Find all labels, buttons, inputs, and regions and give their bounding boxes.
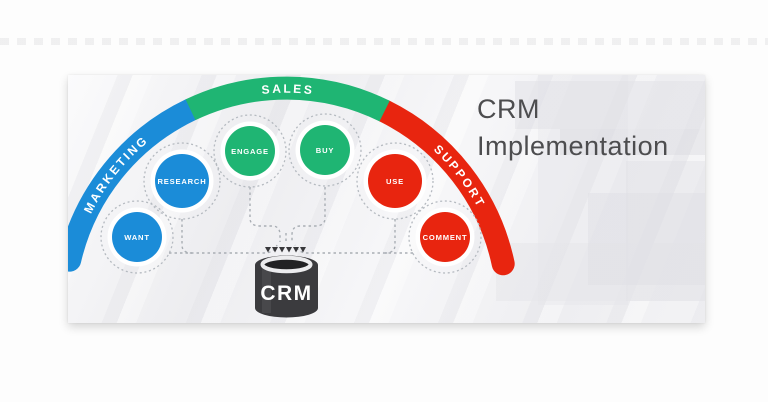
background-dotted-band [0,38,768,45]
dotted-ring [213,114,287,188]
dotted-ring [356,142,434,220]
stage-label: USE [386,177,404,186]
arrow-down-icon [272,247,278,253]
stage-buy: BUY [288,113,362,187]
connector-engage [249,187,281,242]
arc-segment-sales [185,76,390,122]
stage-want: WANT [100,200,174,274]
arc-label-support: SUPPORT [431,142,488,210]
crm-database-icon: CRM [255,255,318,318]
connector-buy [291,187,326,242]
stage-engage: ENGAGE [213,114,287,188]
arrow-down-icon [279,247,285,253]
arrow-down-icon [293,247,299,253]
stage-comment: COMMENT [408,200,482,274]
dotted-ring [143,142,221,220]
title-line-2: Implementation [477,131,669,161]
arc-segment-marketing [68,98,202,272]
arc-label-marketing-text: MARKETING [81,133,149,216]
stage-label: COMMENT [423,233,468,242]
title-line-1: CRM [477,94,540,124]
stage-circle [420,212,470,262]
stage-label: ENGAGE [231,147,269,156]
stage-label: RESEARCH [157,177,206,186]
stage-circle [300,125,350,175]
dotted-ring [408,200,482,274]
stage-use: USE [356,142,434,220]
dotted-ring [288,113,362,187]
stage-label: WANT [124,233,150,242]
connector-want [169,244,278,254]
arc-label-sales-text: SALES [261,82,313,98]
diagram-canvas: CRM Implementation [68,75,705,323]
stage-label: BUY [316,146,334,155]
database-label: CRM [260,282,312,305]
arc-label-marketing: MARKETING [81,133,151,216]
connector-comment [294,244,413,254]
connector-use [384,219,396,254]
database-sheen [262,269,271,313]
arrow-down-icon [300,247,306,253]
arc-label-support-text: SUPPORT [431,142,486,210]
crm-funnel-diagram: MARKETING SALES SUPPORT WANT RESEARCH EN… [68,76,515,318]
database-opening [260,255,313,274]
stage-circle [225,126,275,176]
connector-research [181,219,193,254]
database-body [255,265,318,318]
dotted-ring [100,200,174,274]
page-title: CRM Implementation [477,91,669,165]
stage-circle [155,154,209,208]
arrow-down-icon [265,247,271,253]
stage-circle [368,154,422,208]
connector-lines [169,187,413,254]
flow-arrows-icon [265,247,306,253]
stage-research: RESEARCH [143,142,221,220]
stage-circle [112,212,162,262]
arrow-down-icon [286,247,292,253]
arc-segment-support [373,99,515,276]
arc-label-sales: SALES [261,82,315,98]
